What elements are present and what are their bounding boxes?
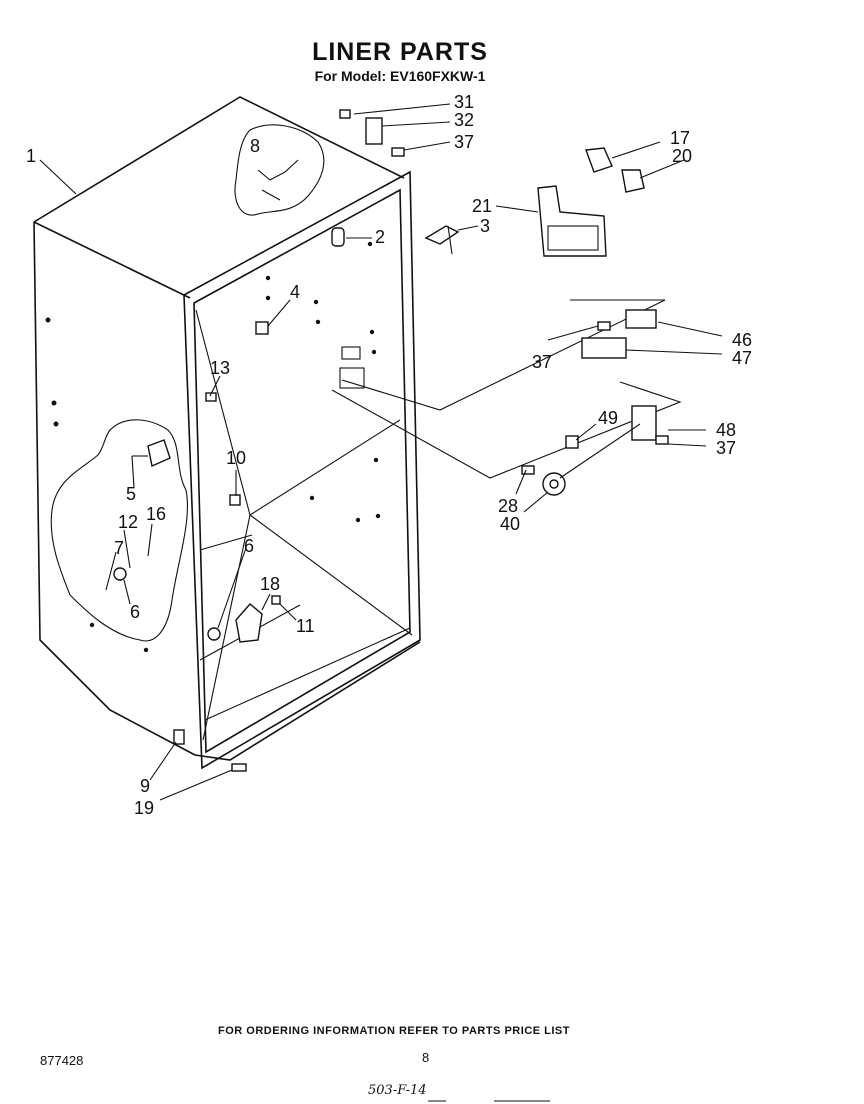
part-4 [255,321,269,335]
callout-4: 4 [290,282,300,302]
part-2 [331,227,345,247]
part-31-32-37 [339,109,405,157]
part-17 [585,147,613,173]
part-5 [147,439,171,467]
part-10 [229,494,241,506]
callout-3: 3 [480,216,490,236]
model-subtitle: For Model: EV160FXKW-1 [314,68,486,84]
callout-1: 1 [26,146,36,166]
callout-8: 8 [250,136,260,156]
callout-6b: 6 [130,602,140,622]
callout-31: 31 [454,92,474,112]
callout-47: 47 [732,348,752,368]
cabinet-liner [33,96,421,770]
part-46-47-37 [341,299,666,411]
callout-11: 11 [296,616,315,636]
part-18 [235,603,263,643]
ordering-note: FOR ORDERING INFORMATION REFER TO PARTS … [218,1025,570,1037]
callout-10: 10 [226,448,246,468]
part-11 [271,595,281,605]
callout-19: 19 [134,798,154,818]
callout-32: 32 [454,110,474,130]
part-19 [231,763,247,772]
top-cutaway [234,124,325,216]
callout-37a: 37 [454,132,474,152]
callout-16: 16 [146,504,166,524]
page-title: LINER PARTS [312,38,488,66]
page-number: 8 [422,1050,430,1065]
callout-9: 9 [140,776,150,796]
left-cutaway [50,419,189,642]
callout-48: 48 [716,420,736,440]
part-6a [207,627,221,641]
callout-13: 13 [210,358,230,378]
part-48-49-28-40 [331,381,682,496]
callout-6a: 6 [244,536,254,556]
callout-28: 28 [498,496,518,516]
callout-7: 7 [114,538,124,558]
callout-2: 2 [375,227,385,247]
callout-37c: 37 [716,438,736,458]
callout-46: 46 [732,330,752,350]
callout-49: 49 [598,408,618,428]
callout-20: 20 [672,146,692,166]
vent-lower [339,367,365,389]
callout-labels: 1 2 3 4 5 6 6 7 8 9 10 11 12 13 16 17 18… [26,92,752,818]
callout-17: 17 [670,128,690,148]
callout-37b: 37 [532,352,552,372]
part-20 [621,169,645,193]
callout-18: 18 [260,574,280,594]
part-21 [537,185,607,257]
part-3 [424,225,460,255]
vent-upper [341,346,361,360]
part-9 [173,729,185,745]
document-number: 877428 [40,1053,84,1068]
handwritten-code: 503-F-14 [368,1083,427,1098]
callout-12: 12 [118,512,138,532]
callout-5: 5 [126,484,136,504]
leader-lines [39,103,723,801]
callout-21: 21 [472,196,492,216]
part-6b [113,567,127,581]
screw-holes [45,235,381,653]
callout-40: 40 [500,514,520,534]
